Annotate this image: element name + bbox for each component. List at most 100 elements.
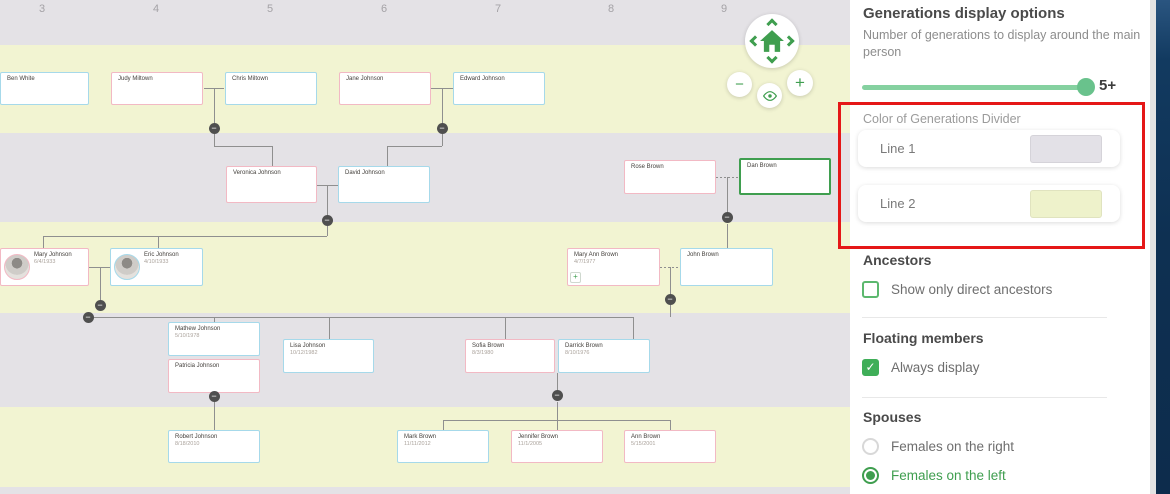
- person-card[interactable]: Dan Brown: [739, 158, 831, 195]
- person-card[interactable]: Ben White: [0, 72, 89, 105]
- connector-line: [43, 236, 327, 237]
- person-birthdate: 8/18/2010: [175, 441, 200, 447]
- person-card[interactable]: Judy Miltown: [111, 72, 203, 105]
- line1-color-row[interactable]: Line 1: [858, 130, 1120, 167]
- person-name: Mary Ann Brown: [574, 252, 619, 258]
- collapse-node[interactable]: −: [436, 122, 448, 134]
- person-name: Ben White: [7, 76, 35, 82]
- person-avatar: [114, 254, 140, 280]
- person-card[interactable]: John Brown: [680, 248, 773, 286]
- ancestors-heading: Ancestors: [863, 252, 932, 268]
- person-name: Robert Johnson: [175, 434, 218, 440]
- person-card[interactable]: David Johnson: [338, 166, 430, 203]
- generations-slider-thumb[interactable]: [1077, 78, 1095, 96]
- direct-ancestors-label: Show only direct ancestors: [891, 282, 1053, 297]
- females-left-radio[interactable]: [862, 467, 879, 484]
- person-card[interactable]: Edward Johnson: [453, 72, 545, 105]
- connector-line: [89, 267, 110, 268]
- home-icon: [760, 30, 784, 52]
- person-birthdate: 5/15/2001: [631, 441, 656, 447]
- connector-line: [505, 317, 506, 339]
- connector-line: [387, 146, 388, 166]
- person-birthdate: 4/7/1977: [574, 259, 596, 265]
- window-edge-strip: [1156, 0, 1170, 494]
- person-name: Ann Brown: [631, 434, 661, 440]
- person-name: Darrick Brown: [565, 343, 603, 349]
- connector-line: [88, 317, 633, 318]
- zoom-in-button[interactable]: +: [787, 70, 813, 96]
- connector-line: [557, 402, 558, 420]
- eye-icon: [762, 90, 777, 101]
- connector-line: [329, 317, 330, 339]
- line2-color-row[interactable]: Line 2: [858, 185, 1120, 222]
- generation-band: [0, 487, 850, 494]
- line2-color-swatch[interactable]: [1030, 190, 1102, 218]
- connector-line: [670, 420, 671, 430]
- chevron-down-icon[interactable]: [766, 52, 778, 64]
- generations-slider-value: 5+: [1099, 77, 1117, 94]
- panel-subtitle: Number of generations to display around …: [863, 28, 1141, 59]
- person-birthdate: 8/10/1976: [565, 350, 590, 356]
- chevron-right-icon[interactable]: [783, 35, 795, 47]
- person-name: Lisa Johnson: [290, 343, 326, 349]
- collapse-node[interactable]: −: [82, 311, 94, 323]
- females-right-radio-row[interactable]: Females on the right: [862, 438, 1014, 455]
- home-navigation-button[interactable]: [745, 14, 799, 68]
- direct-ancestors-checkbox[interactable]: [862, 281, 879, 298]
- always-display-checkbox-row[interactable]: ✓ Always display: [862, 359, 980, 376]
- person-card[interactable]: Rose Brown: [624, 160, 716, 194]
- collapse-node[interactable]: −: [721, 211, 733, 223]
- visibility-eye-button[interactable]: [757, 83, 782, 108]
- person-name: Judy Miltown: [118, 76, 153, 82]
- females-right-radio[interactable]: [862, 438, 879, 455]
- females-left-radio-row[interactable]: Females on the left: [862, 467, 1006, 484]
- line1-color-swatch[interactable]: [1030, 135, 1102, 163]
- person-card[interactable]: Patricia Johnson: [168, 359, 260, 393]
- floating-members-heading: Floating members: [863, 330, 984, 346]
- connector-line: [670, 305, 671, 317]
- collapse-node[interactable]: −: [94, 299, 106, 311]
- person-birthdate: 10/12/1982: [290, 350, 318, 356]
- person-name: Chris Miltown: [232, 76, 269, 82]
- person-card[interactable]: Jane Johnson: [339, 72, 431, 105]
- collapse-node[interactable]: −: [208, 390, 220, 402]
- connector-line: [327, 185, 328, 218]
- zoom-out-button[interactable]: −: [727, 72, 752, 97]
- person-name: Sofia Brown: [472, 343, 505, 349]
- connector-line: [214, 88, 215, 124]
- connector-line: [443, 420, 444, 430]
- column-number: 4: [152, 3, 160, 15]
- panel-scrollbar[interactable]: [1150, 0, 1156, 494]
- person-card[interactable]: Veronica Johnson: [226, 166, 317, 203]
- column-number: 7: [494, 3, 502, 15]
- person-card[interactable]: Chris Miltown: [225, 72, 317, 105]
- direct-ancestors-checkbox-row[interactable]: Show only direct ancestors: [862, 281, 1052, 298]
- person-name: Mathew Johnson: [175, 326, 221, 332]
- collapse-node[interactable]: −: [551, 389, 563, 401]
- collapse-node[interactable]: −: [664, 293, 676, 305]
- person-birthdate: 8/3/1980: [472, 350, 494, 356]
- always-display-checkbox[interactable]: ✓: [862, 359, 879, 376]
- connector-line: [430, 88, 453, 89]
- connector-line: [158, 236, 159, 248]
- collapse-node[interactable]: −: [321, 214, 333, 226]
- person-name: Mark Brown: [404, 434, 437, 440]
- add-person-badge[interactable]: +: [570, 272, 581, 283]
- collapse-node[interactable]: −: [208, 122, 220, 134]
- connector-line: [727, 177, 728, 214]
- connector-line: [214, 134, 215, 146]
- person-name: Mary Johnson: [34, 252, 72, 258]
- generations-slider-track[interactable]: [862, 85, 1094, 90]
